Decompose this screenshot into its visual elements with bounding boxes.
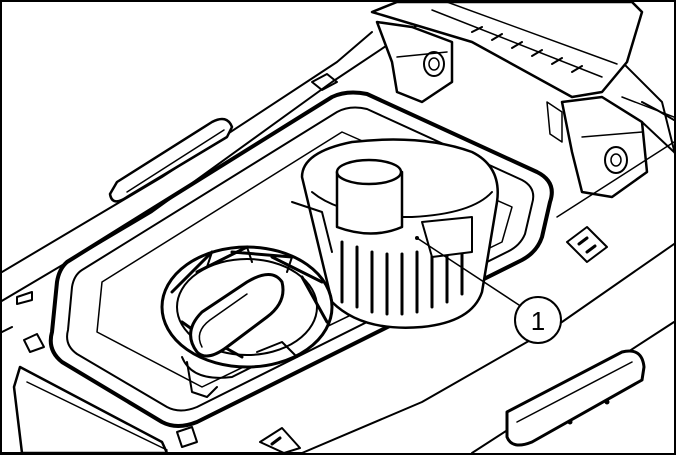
right-hinge: [560, 95, 649, 199]
latch-icon: [16, 291, 33, 305]
latch-icon: [311, 73, 338, 91]
left-hinge-screw-icon: [423, 51, 445, 77]
lock-symbol-icon: [259, 427, 301, 453]
right-front-handle: [505, 349, 646, 447]
compartment-outer-rim: [48, 90, 554, 428]
lid-assembly: [370, 2, 674, 199]
latch-icon: [23, 333, 45, 353]
housing-top-edge: [2, 31, 373, 273]
latch-icon: [176, 426, 198, 448]
impeller-basket: [160, 245, 334, 398]
housing-right-edge: [641, 121, 674, 153]
filter-canister: [291, 138, 499, 329]
right-hinge-screw-icon: [604, 146, 628, 174]
callout-1: 1: [514, 296, 562, 344]
callout-number: 1: [531, 306, 545, 336]
callout-leader-line: [416, 237, 523, 308]
left-hinge: [375, 20, 454, 104]
impeller-handle: [189, 273, 285, 358]
filter-outlet-pipe: [335, 170, 404, 235]
housing-side-line: [2, 326, 13, 333]
compartment-inner-rim: [66, 106, 535, 412]
lock-symbol-icon: [566, 226, 608, 263]
left-side-handle: [108, 117, 234, 203]
